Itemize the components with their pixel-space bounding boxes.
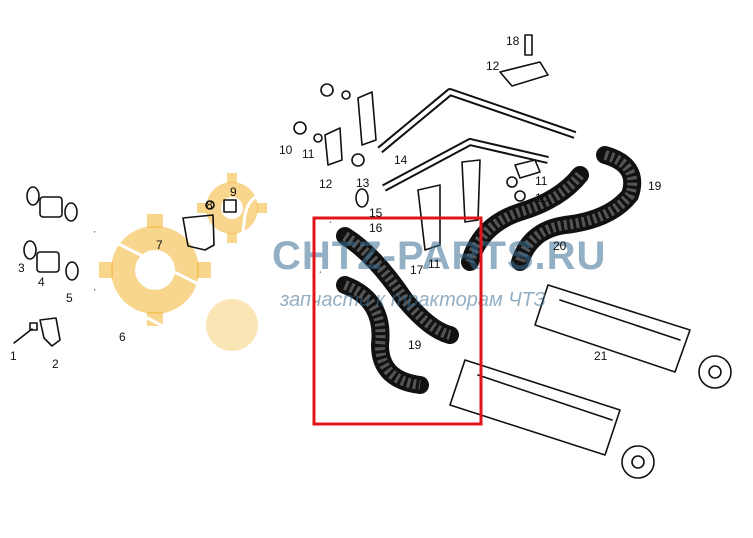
part-label: 11: [302, 147, 315, 161]
part-label: 15: [369, 206, 383, 220]
part-label: 12: [486, 59, 500, 73]
part-label: 19: [408, 338, 422, 352]
part-label: 2: [52, 357, 59, 371]
upper-tubes: [377, 61, 577, 251]
highlight-box: [312, 216, 483, 426]
clamp-8: [182, 199, 237, 251]
watermark-brand: CHTZ-PARTS.RU: [272, 234, 606, 278]
part-label: 6: [119, 330, 126, 344]
part-label: 13: [356, 176, 370, 190]
part-label: 5: [66, 291, 73, 305]
part-labels: 1 2 3 4 5 6 7 8 9 10 11 12 13 14 15 16 1…: [10, 34, 662, 371]
part-label: 16: [369, 221, 383, 235]
part-label: 4: [38, 275, 45, 289]
watermark: CHTZ-PARTS.RU запчасти к тракторам ЧТЗ: [272, 234, 606, 311]
part-label: 11: [428, 257, 441, 271]
part-label: 3: [18, 261, 25, 275]
part-label: 7: [156, 238, 163, 252]
part-label: 12: [319, 177, 333, 191]
part-label: 14: [394, 153, 408, 167]
part-label: 9: [230, 185, 237, 199]
hydraulic-cylinders: [449, 284, 732, 479]
steel-tubes: [94, 192, 331, 366]
watermark-tagline: запчасти к тракторам ЧТЗ: [279, 289, 546, 311]
part-label: 19: [648, 179, 662, 193]
part-label: 1: [10, 349, 17, 363]
hardware: [293, 34, 533, 208]
gear-logo-icon: [99, 173, 267, 351]
part-label: 21: [594, 349, 608, 363]
part-label: 18: [506, 34, 520, 48]
part-label: 8: [206, 198, 213, 212]
left-fittings: [13, 186, 79, 347]
part-label: 10: [535, 191, 549, 205]
part-label: 11: [535, 174, 548, 188]
hoses: [336, 146, 642, 394]
part-label: 10: [279, 143, 293, 157]
part-label: 20: [553, 239, 567, 253]
part-label: 17: [410, 263, 424, 277]
